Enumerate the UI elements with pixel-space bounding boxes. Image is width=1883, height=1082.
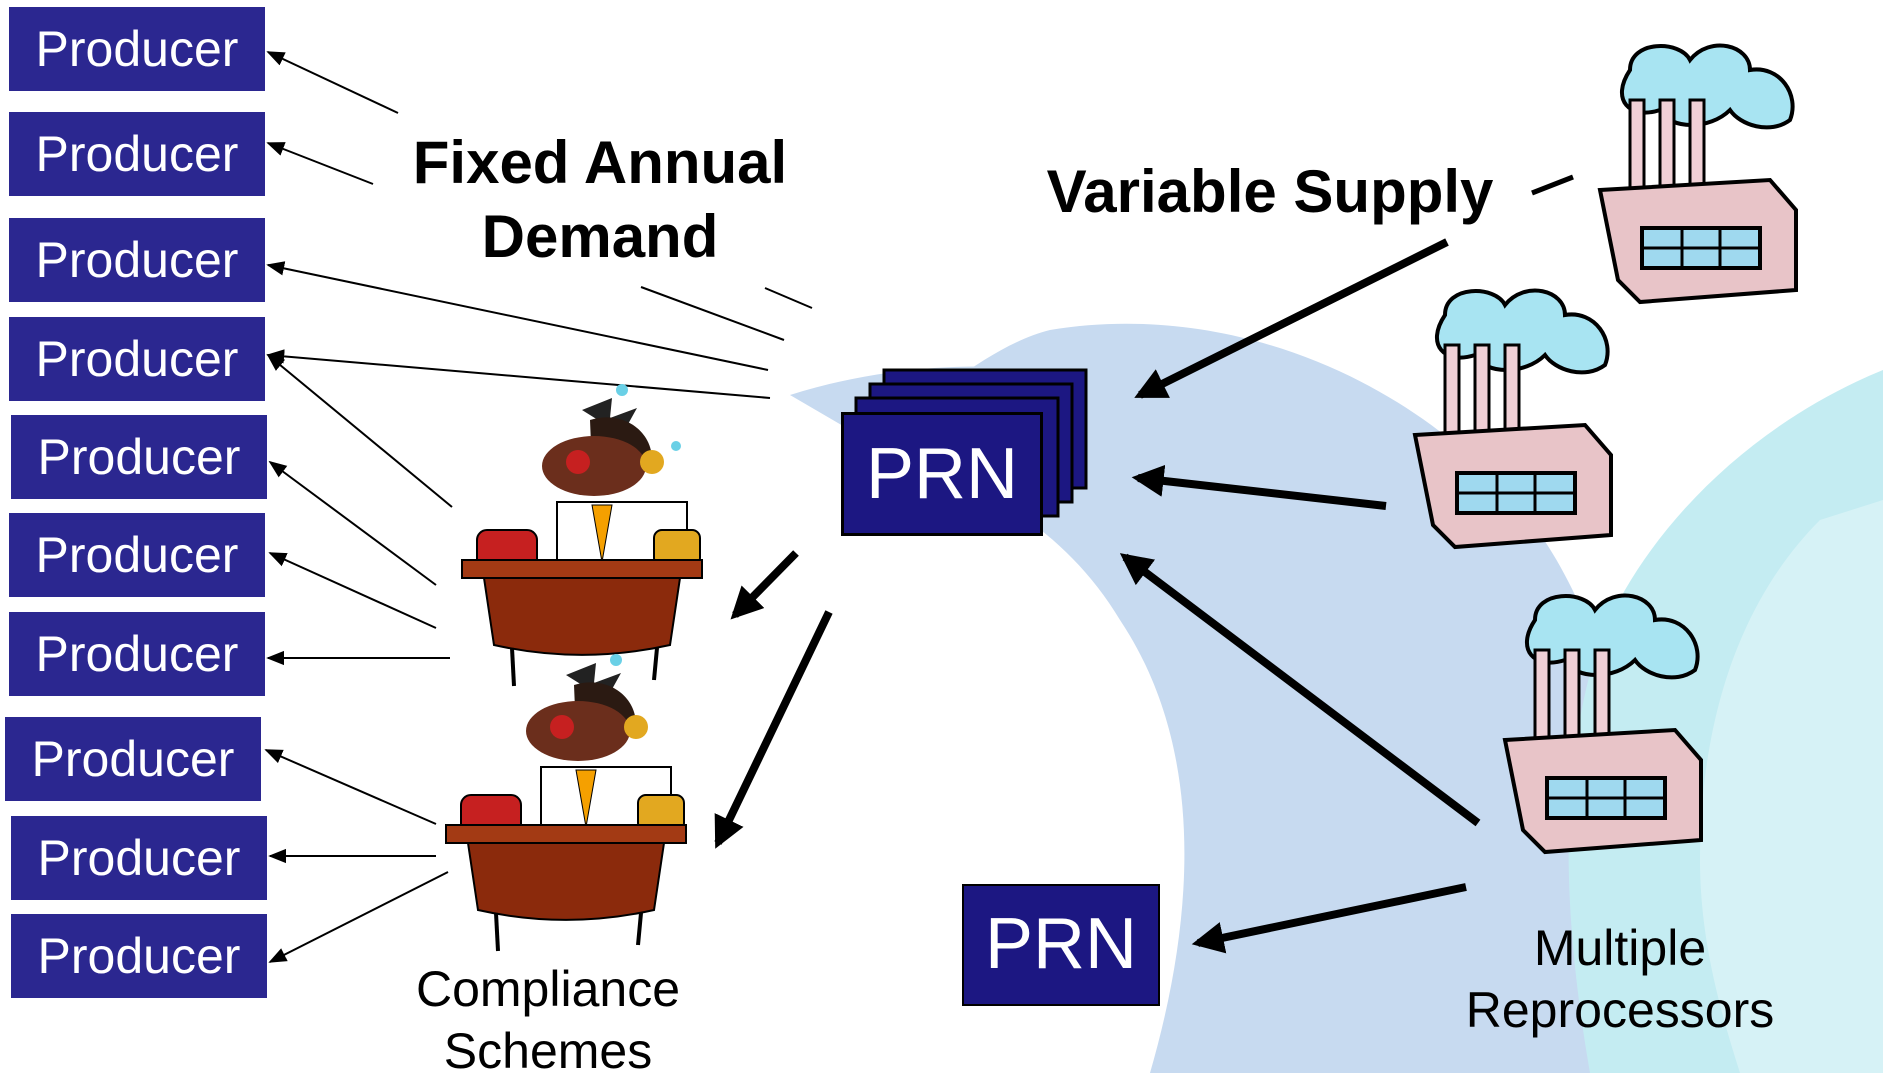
compliance-schemes-label: Compliance Schemes: [388, 958, 708, 1082]
prn-stack-front: PRN: [841, 412, 1043, 536]
fixed-annual-demand-line2: Demand: [481, 203, 719, 270]
producer-box: Producer: [9, 612, 265, 696]
producer-box: Producer: [11, 816, 267, 900]
prn-single: PRN: [962, 884, 1160, 1006]
overwhelmed-clerk-icon: [461, 384, 703, 687]
multiple-reprocessors-line1: Multiple: [1533, 920, 1707, 976]
producer-box: Producer: [9, 317, 265, 401]
compliance-schemes-line1: Compliance: [415, 961, 680, 1017]
factory-icon: [1412, 288, 1613, 550]
producer-box: Producer: [9, 112, 265, 196]
overwhelmed-clerk-icon: [445, 654, 687, 952]
fixed-annual-demand-label: Fixed Annual Demand: [380, 126, 820, 274]
multiple-reprocessors-label: Multiple Reprocessors: [1440, 917, 1800, 1041]
demand-arrows: [264, 51, 1574, 963]
flow-arrows: [714, 238, 1481, 954]
producer-box: Producer: [9, 513, 265, 597]
producer-box: Producer: [9, 218, 265, 302]
producer-box: Producer: [5, 717, 261, 801]
multiple-reprocessors-line2: Reprocessors: [1465, 982, 1775, 1038]
factory-icon: [1597, 43, 1798, 305]
swoosh-cyan-inner: [1700, 500, 1883, 1073]
compliance-schemes-line2: Schemes: [443, 1023, 653, 1079]
producer-box: Producer: [11, 914, 267, 998]
factory-icon: [1502, 593, 1703, 855]
variable-supply-label: Variable Supply: [1046, 158, 1494, 225]
producer-box: Producer: [9, 7, 265, 91]
producer-box: Producer: [11, 415, 267, 499]
fixed-annual-demand-line1: Fixed Annual: [412, 129, 788, 196]
